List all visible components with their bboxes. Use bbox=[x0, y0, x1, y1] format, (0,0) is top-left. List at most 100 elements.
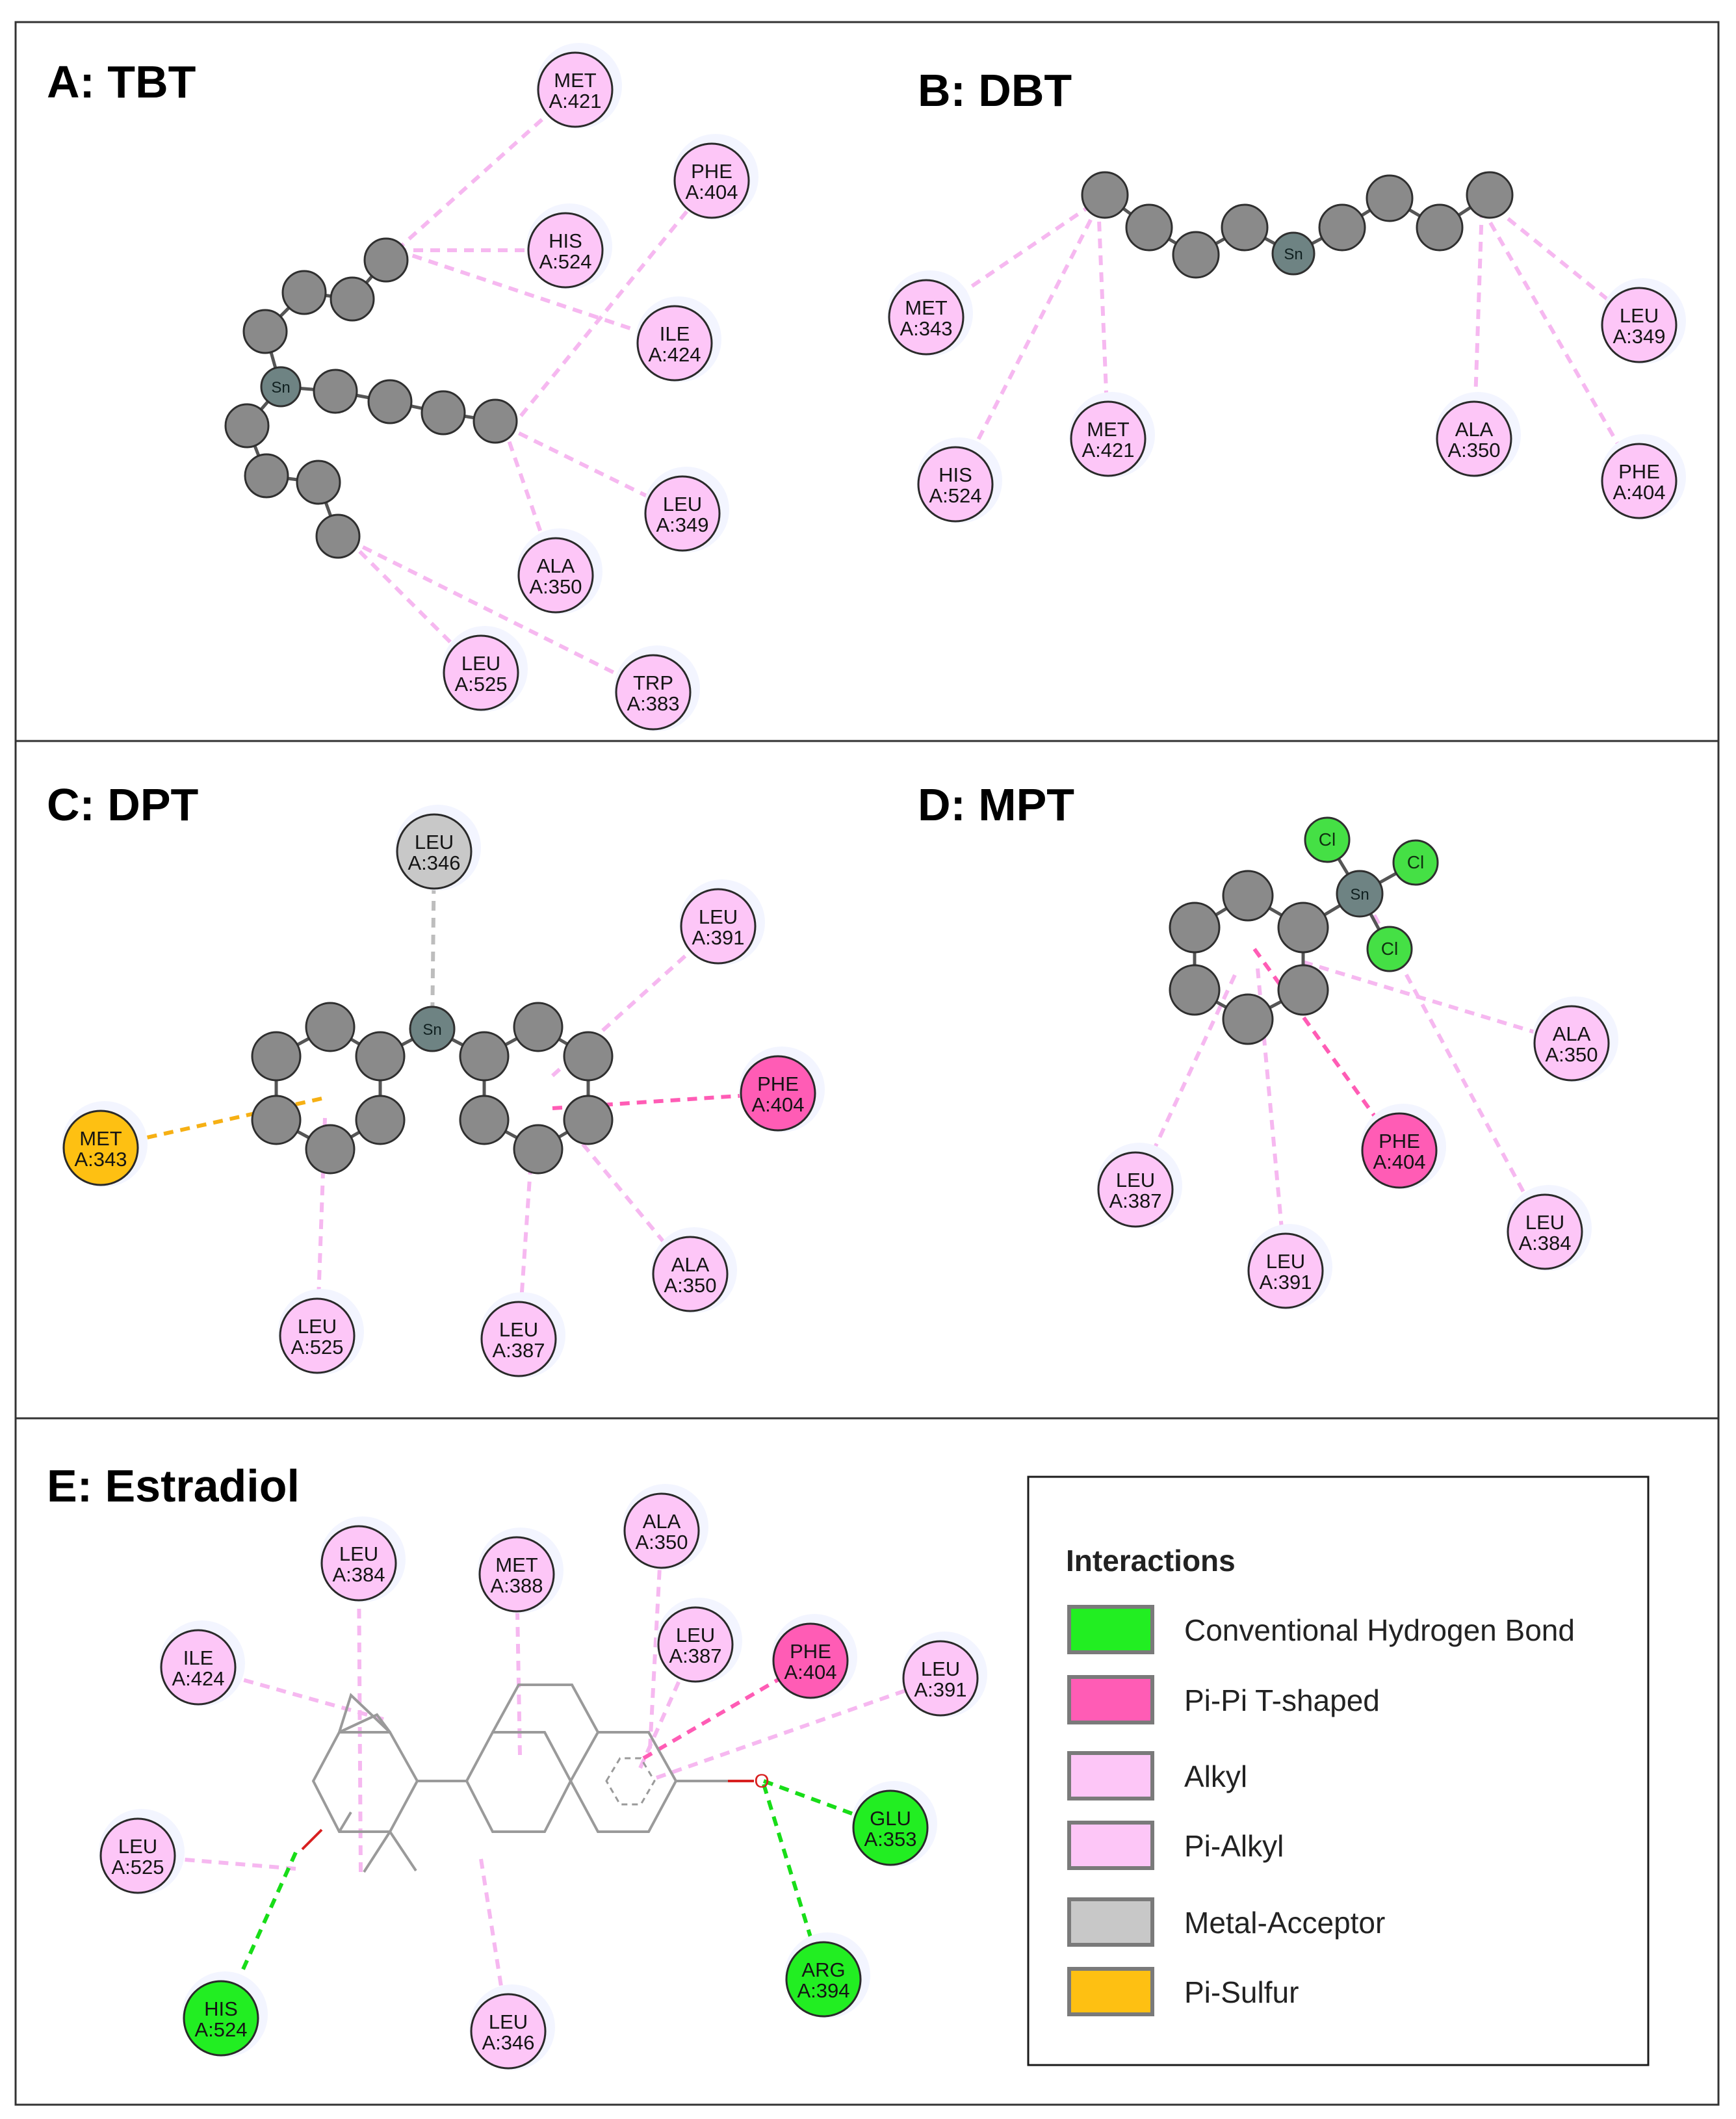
residue-name: PHE bbox=[691, 160, 732, 183]
residue-name: ALA bbox=[671, 1253, 710, 1276]
legend-swatch bbox=[1067, 1751, 1154, 1800]
residue-circle bbox=[657, 1606, 734, 1683]
estradiol-oxygen-label: O bbox=[754, 1771, 769, 1792]
residue-circle bbox=[644, 475, 721, 552]
residue-number: A:387 bbox=[669, 1644, 721, 1667]
legend-swatch bbox=[1067, 1675, 1154, 1724]
residue-number: A:424 bbox=[648, 343, 701, 366]
carbon-atom bbox=[1172, 231, 1220, 279]
residue-circle bbox=[1247, 1232, 1324, 1309]
residue-circle bbox=[320, 1525, 397, 1602]
interaction-line-alkyl bbox=[479, 1858, 510, 2032]
residue-circle bbox=[443, 634, 519, 711]
residue-name: ILE bbox=[183, 1646, 214, 1669]
legend-label: Pi-Alkyl bbox=[1184, 1829, 1284, 1863]
interaction-line-alkyl bbox=[395, 88, 577, 252]
chlorine-label: Cl bbox=[1381, 939, 1398, 959]
interaction-line-alkyl bbox=[508, 179, 714, 430]
carbon-atom bbox=[251, 1095, 302, 1145]
residue-name: ALA bbox=[643, 1510, 681, 1533]
residue-number: A:524 bbox=[194, 2018, 247, 2041]
residue-number: A:391 bbox=[692, 926, 744, 949]
residue-name: LEU bbox=[415, 831, 454, 853]
residue-number: A:346 bbox=[408, 852, 460, 874]
residue-circle bbox=[902, 1640, 979, 1717]
carbon-atom bbox=[1081, 171, 1129, 219]
tin-atom bbox=[260, 366, 302, 408]
residue-name: LEU bbox=[118, 1835, 157, 1858]
residue-circle bbox=[740, 1055, 816, 1132]
interaction-line-alkyl bbox=[502, 425, 558, 576]
legend: Interactions Conventional Hydrogen BondP… bbox=[1027, 1476, 1650, 2066]
residue-number: A:524 bbox=[929, 484, 981, 507]
legend-swatch bbox=[1067, 1967, 1154, 2016]
estradiol-skeleton: O bbox=[301, 1684, 770, 1873]
interaction-line-alkyl bbox=[137, 1854, 296, 1871]
residue-number: A:353 bbox=[864, 1828, 916, 1851]
carbon-atom bbox=[473, 398, 518, 444]
panel-frames bbox=[14, 21, 1720, 2106]
carbon-atom bbox=[1318, 203, 1366, 252]
legend-swatch bbox=[1067, 1605, 1154, 1654]
residue-number: A:525 bbox=[291, 1336, 343, 1358]
ligand-a: Sn bbox=[224, 237, 518, 559]
residue-circle bbox=[1436, 400, 1512, 477]
panel-title-c: C: DPT bbox=[47, 779, 198, 830]
residue-name: PHE bbox=[1379, 1130, 1420, 1152]
residue-circle bbox=[623, 1492, 700, 1569]
interaction-line-alkyl bbox=[1302, 960, 1572, 1045]
residue-number: A:394 bbox=[797, 1979, 849, 2002]
residue-circle bbox=[470, 1993, 547, 2070]
ligand-c: Sn bbox=[251, 1002, 614, 1175]
residue-name: MET bbox=[495, 1554, 538, 1576]
residue-name: MET bbox=[554, 69, 597, 92]
carbon-atom bbox=[355, 1031, 406, 1082]
residue-number: A:350 bbox=[664, 1274, 716, 1297]
carbon-atom bbox=[355, 1095, 406, 1145]
residue-number: A:391 bbox=[1259, 1271, 1312, 1294]
carbon-atom bbox=[281, 270, 327, 315]
residue-circle bbox=[615, 654, 692, 731]
legend-label: Pi-Sulfur bbox=[1184, 1975, 1299, 2009]
legend-label: Pi-Pi T-shaped bbox=[1184, 1684, 1380, 1717]
residue-number: A:349 bbox=[656, 514, 708, 536]
residue-circle bbox=[636, 305, 713, 382]
panel-title-a: A: TBT bbox=[47, 57, 196, 107]
legend-label: Conventional Hydrogen Bond bbox=[1184, 1613, 1575, 1647]
legend-label: Alkyl bbox=[1184, 1760, 1247, 1793]
residue-name: LEU bbox=[921, 1658, 960, 1680]
legend-label: Metal-Acceptor bbox=[1184, 1906, 1385, 1940]
residue-name: GLU bbox=[870, 1807, 911, 1830]
residue-number: A:404 bbox=[784, 1661, 836, 1684]
residue-name: LEU bbox=[499, 1318, 538, 1341]
legend-title: Interactions bbox=[1066, 1544, 1236, 1578]
interaction-line-alkyl bbox=[346, 538, 654, 694]
residue-number: A:350 bbox=[529, 575, 582, 598]
carbon-atom bbox=[1466, 171, 1514, 219]
residue-name: LEU bbox=[298, 1315, 337, 1338]
interaction-line-alkyl bbox=[1134, 974, 1237, 1191]
residue-number: A:525 bbox=[111, 1856, 164, 1878]
residue-number: A:350 bbox=[1447, 439, 1500, 462]
residue-number: A:424 bbox=[172, 1667, 224, 1690]
carbon-atom bbox=[513, 1124, 564, 1175]
